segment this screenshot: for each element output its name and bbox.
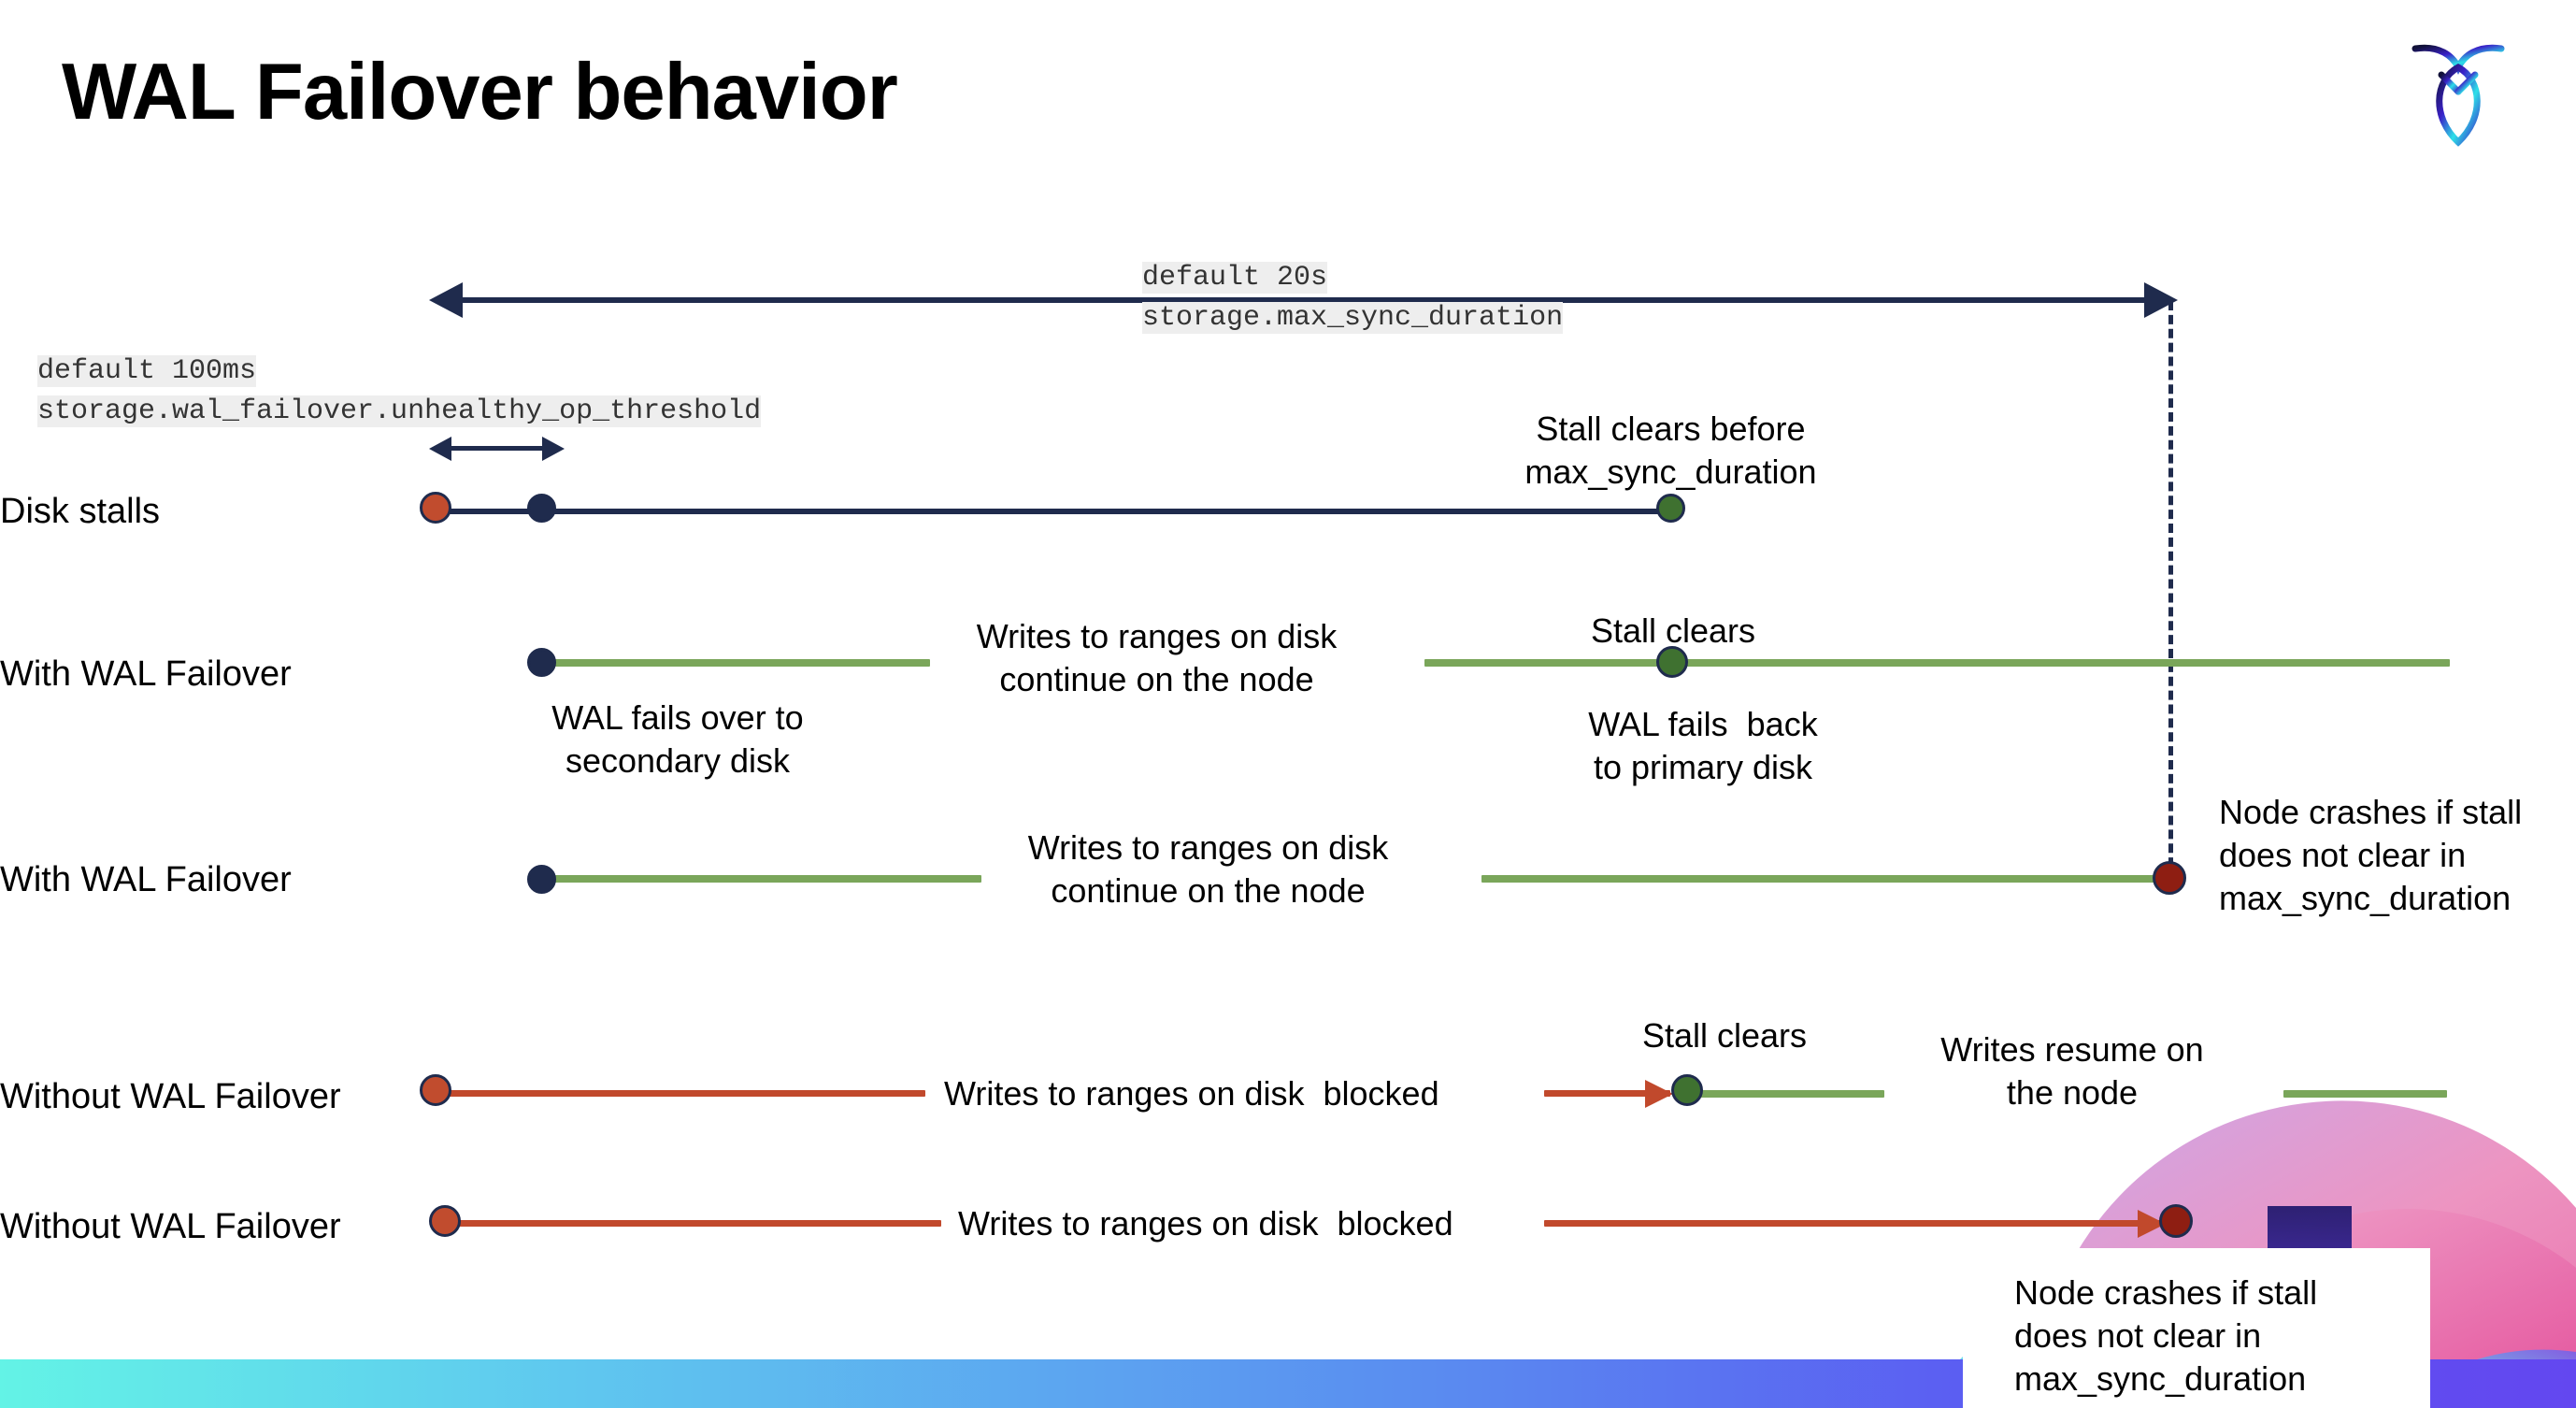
- row-label-with-wal-failover-1: With WAL Failover: [0, 654, 292, 694]
- max-sync-arrow-left: [429, 282, 463, 318]
- annotation-writes-blocked-1: Writes to ranges on disk blocked: [944, 1074, 1439, 1113]
- max-sync-setting-name: storage.max_sync_duration: [1142, 301, 1564, 334]
- annotation-stall-clears-before-max: Stall clears before max_sync_duration: [1524, 409, 1817, 492]
- annotation-writes-blocked-2: Writes to ranges on disk blocked: [958, 1204, 1453, 1243]
- max-sync-span-line: [460, 297, 2147, 303]
- without-wal-1-start-dot: [420, 1074, 451, 1106]
- without-wal-1-line-right: [1688, 1090, 1884, 1098]
- unhealthy-op-span-line: [450, 446, 543, 451]
- row-label-disk-stalls: Disk stalls: [0, 492, 161, 531]
- disk-stalls-failover-dot: [527, 494, 556, 523]
- unhealthy-op-setting-name: storage.wal_failover.unhealthy_op_thresh…: [37, 395, 762, 427]
- without-wal-2-start-dot: [429, 1205, 461, 1237]
- with-wal-2-crash-dot: [2153, 861, 2186, 895]
- without-wal-1-line-far-right: [2283, 1090, 2447, 1098]
- annotation-stall-clears-row4: Stall clears: [1641, 1016, 1808, 1055]
- annotation-wal-fails-over: WAL fails over to secondary disk: [551, 698, 804, 781]
- row-label-without-wal-failover-2: Without WAL Failover: [0, 1207, 341, 1246]
- max-sync-dashed-guide: [2168, 301, 2173, 881]
- without-wal-1-arrowhead: [1645, 1080, 1673, 1108]
- with-wal-2-line-right: [1481, 875, 2178, 883]
- annotation-writes-resume: Writes resume on the node: [1940, 1030, 2204, 1113]
- callout-backdrop: [1963, 1248, 2430, 1408]
- disk-stalls-clear-dot: [1656, 494, 1685, 523]
- annotation-wal-fails-back: WAL fails back to primary disk: [1588, 705, 1818, 787]
- page-title: WAL Failover behavior: [62, 48, 898, 136]
- annotation-writes-continue-1: Writes to ranges on disk continue on the…: [976, 617, 1338, 699]
- without-wal-1-clear-dot: [1671, 1074, 1703, 1106]
- cockroachdb-logo: [2411, 44, 2505, 147]
- unhealthy-op-threshold-label: default 100ms storage.wal_failover.unhea…: [37, 352, 762, 431]
- with-wal-1-line-left: [542, 659, 930, 667]
- with-wal-1-clear-dot: [1656, 646, 1688, 678]
- annotation-node-crashes-row5: Node crashes if stall does not clear in …: [2014, 1273, 2318, 1399]
- annotation-node-crashes-row3: Node crashes if stall does not clear in …: [2219, 793, 2523, 918]
- unhealthy-op-arrow-right: [542, 437, 565, 461]
- without-wal-1-line-mid: [1544, 1090, 1670, 1097]
- row-label-with-wal-failover-2: With WAL Failover: [0, 860, 292, 899]
- with-wal-2-failover-dot: [527, 865, 556, 894]
- with-wal-2-line-left: [542, 875, 981, 883]
- with-wal-1-failover-dot: [527, 648, 556, 677]
- disk-stalls-line: [439, 509, 1673, 514]
- without-wal-2-line-right: [1544, 1220, 2161, 1227]
- annotation-stall-clears-row2: Stall clears: [1590, 611, 1756, 650]
- with-wal-1-line-right: [1424, 659, 2450, 667]
- unhealthy-op-arrow-left: [429, 437, 451, 461]
- row-label-without-wal-failover-1: Without WAL Failover: [0, 1077, 341, 1116]
- disk-stalls-start-dot: [420, 492, 451, 524]
- max-sync-duration-label: default 20s storage.max_sync_duration: [1142, 258, 1564, 338]
- without-wal-2-line-left: [449, 1220, 941, 1227]
- without-wal-2-crash-dot: [2159, 1204, 2193, 1238]
- annotation-writes-continue-2: Writes to ranges on disk continue on the…: [1027, 828, 1389, 911]
- max-sync-default-value: default 20s: [1142, 262, 1328, 294]
- unhealthy-op-default-value: default 100ms: [37, 355, 257, 387]
- without-wal-1-line-left: [439, 1090, 925, 1097]
